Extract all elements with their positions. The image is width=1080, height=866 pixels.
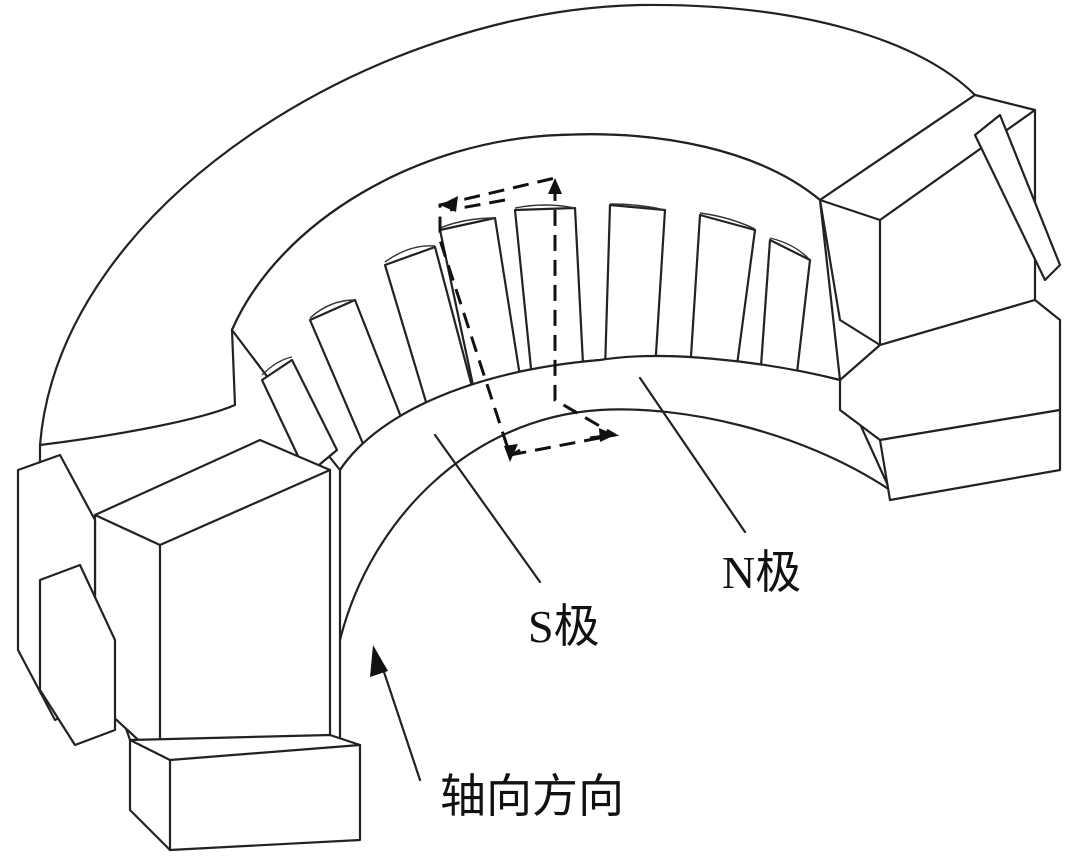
axial-direction-label: 轴向方向 [440, 771, 624, 822]
axial-arrow-head [370, 645, 388, 677]
s-pole-label: S极 [528, 601, 600, 652]
left-block [16, 438, 362, 852]
right-block [818, 93, 1062, 502]
s-pole-leader [433, 433, 542, 584]
n-pole-label: N极 [722, 547, 802, 598]
axial-arrow [378, 658, 422, 782]
n-pole-leader [638, 376, 747, 534]
dashed-arrows [440, 178, 615, 462]
